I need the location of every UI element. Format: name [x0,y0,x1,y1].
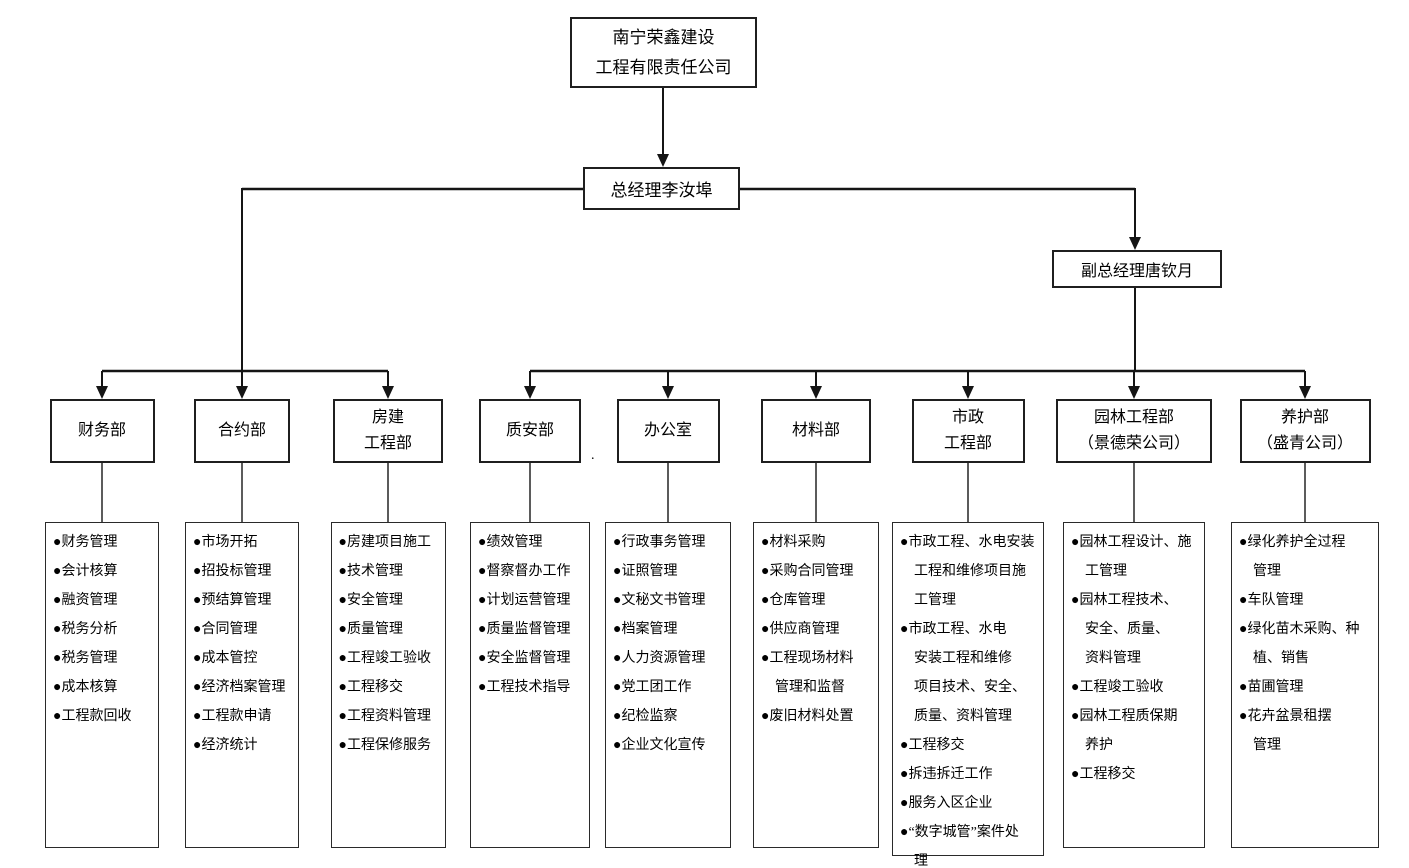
dept-item: ●技术管理 [338,564,403,579]
dept-item: ●质量管理 [338,622,403,637]
dept-item: ●拆违拆迁工作 [900,767,993,782]
dept-item: ●绩效管理 [478,535,543,550]
dept-list-5: ●行政事务管理 ●证照管理 ●文秘文书管理 ●档案管理 ●人力资源管理 ●党工团工作 ●纪检… [605,522,731,848]
dept-item: ●文秘文书管理 [613,593,706,608]
company-name-line2: 工程有限责任公司 [595,57,732,77]
dept-name-line: （盛青公司） [1256,435,1353,452]
dept-item: ●苗圃管理 [1239,680,1304,695]
dept-item: ●市场开拓 [193,535,258,550]
dept-list-1: ●财务管理 ●会计核算 ●融资管理 ●税务分析 ●税务管理 ●成本核算 ●工程款回收 [45,522,159,848]
dept-name-line: 材料部 [791,422,840,439]
dept-header-9: 养护部 （盛青公司） [1239,399,1371,463]
dept-item: ●经济档案管理 [193,680,286,695]
dept-item: ●党工团工作 [613,680,692,695]
dept-item: ●市政工程、水电安装工程和维修项目技术、安全、质量、资料管理 [900,622,1026,724]
dept-header-6: 材料部 [761,399,871,463]
dept-item: ●绿化苗木采购、种植、销售 [1239,622,1360,666]
dept-item: ●预结算管理 [193,593,272,608]
dept-item: ●“数字城管”案件处理 [900,825,1019,868]
dept-header-7: 市政工程部 [911,399,1025,463]
dept-item: ●合同管理 [193,622,258,637]
dept-item: ●绿化养护全过程管理 [1239,535,1346,579]
dept-item: ●工程移交 [1071,767,1136,782]
dept-name-line: 财务部 [77,422,126,439]
dept-name-line: 工程部 [363,435,412,452]
stray-period-mark: . [591,448,595,463]
dept-header-5: 办公室 [616,399,720,463]
dept-item: ●工程技术指导 [478,680,571,695]
dept-item: ●安全管理 [338,593,403,608]
general-manager-box: 总经理李汝埠 [583,167,740,210]
dept-name-line: 办公室 [643,422,692,439]
deputy-general-manager-box: 副总经理唐钦月 [1052,250,1222,288]
dept-list-2: ●市场开拓 ●招投标管理 ●预结算管理 ●合同管理 ●成本管控 ●经济档案管理 ●工程款申请… [185,522,299,848]
dept-item: ●经济统计 [193,738,258,753]
dept-item: ●计划运营管理 [478,593,571,608]
dept-item: ●园林工程设计、施工管理 [1071,535,1192,579]
dept-item: ●财务管理 [53,535,118,550]
dept-item: ●工程现场材料管理和监督 [761,651,854,695]
dept-item: ●废旧材料处置 [761,709,854,724]
dept-item: ●成本核算 [53,680,118,695]
dept-item: ●市政工程、水电安装工程和维修项目施工管理 [900,535,1035,608]
dept-name-line: 房建 [371,409,404,426]
dept-item: ●车队管理 [1239,593,1304,608]
dept-item: ●档案管理 [613,622,678,637]
dept-item: ●工程保修服务 [338,738,431,753]
dept-item: ●房建项目施工 [338,535,431,550]
dept-list-3: ●房建项目施工 ●技术管理 ●安全管理 ●质量管理 ●工程竣工验收 ●工程移交 ●工程资料管… [330,522,446,848]
dept-header-4: 质安部 [479,399,581,463]
dept-item: ●企业文化宣传 [613,738,706,753]
dept-list-6: ●材料采购 ●采购合同管理 ●仓库管理 ●供应商管理 ●工程现场材料管理和监督 ●废旧材料… [753,522,879,848]
dept-item: ●园林工程技术、安全、质量、资料管理 [1071,593,1178,666]
company-name-line1: 南宁荣鑫建设 [612,27,715,47]
dept-item: ●供应商管理 [761,622,840,637]
dept-item: ●成本管控 [193,651,258,666]
dept-item: ●税务管理 [53,651,118,666]
dept-name-line: 养护部 [1280,409,1329,426]
dept-item: ●督察督办工作 [478,564,571,579]
dept-item: ●园林工程质保期养护 [1071,709,1178,753]
dept-list-7: ●市政工程、水电安装工程和维修项目施工管理 ●市政工程、水电安装工程和维修项目技术… [892,522,1044,868]
dept-header-8: 园林工程部 （景德荣公司） [1056,399,1212,463]
dept-item: ●材料采购 [761,535,826,550]
dept-name-line: 质安部 [505,422,554,439]
dept-item: ●会计核算 [53,564,118,579]
dept-name-line: （景德荣公司） [1077,435,1190,452]
dept-item: ●行政事务管理 [613,535,706,550]
dept-item: ●纪检监察 [613,709,678,724]
dept-item: ●证照管理 [613,564,678,579]
dept-item: ●工程移交 [900,738,965,753]
dept-item: ●工程竣工验收 [338,651,431,666]
dept-item: ●仓库管理 [761,593,826,608]
dept-name-line: 园林工程部 [1093,409,1174,426]
dept-item: ●安全监督管理 [478,651,571,666]
company-root-box: 南宁荣鑫建设 工程有限责任公司 [570,17,757,88]
dept-item: ●工程移交 [338,680,403,695]
dept-header-1: 财务部 [49,399,155,463]
dept-item: ●工程款回收 [53,709,132,724]
dept-item: ●服务入区企业 [900,796,993,811]
dept-list-8: ●园林工程设计、施工管理 ●园林工程技术、安全、质量、资料管理 ●工程竣工验收 ●园林… [1063,522,1205,848]
dept-name-line: 合约部 [217,422,266,439]
dept-list-9: ●绿化养护全过程管理 ●车队管理 ●绿化苗木采购、种植、销售 ●苗圃管理 ●花卉盆景租摆… [1231,522,1379,848]
dept-item: ●税务分析 [53,622,118,637]
dept-name-line: 市政 [951,409,984,426]
dept-item: ●质量监督管理 [478,622,571,637]
dept-header-3: 房建工程部 [333,399,443,463]
dept-item: ●招投标管理 [193,564,272,579]
dept-item: ●融资管理 [53,593,118,608]
dept-item: ●工程资料管理 [338,709,431,724]
dept-item: ●人力资源管理 [613,651,706,666]
dept-item: ●花卉盆景租摆管理 [1239,709,1332,753]
dept-item: ●工程竣工验收 [1071,680,1164,695]
dept-item: ●工程款申请 [193,709,272,724]
dept-name-line: 工程部 [943,435,992,452]
dept-header-2: 合约部 [194,399,290,463]
dept-item: ●采购合同管理 [761,564,854,579]
dept-list-4: ●绩效管理 ●督察督办工作 ●计划运营管理 ●质量监督管理 ●安全监督管理 ●工程技术指导 [470,522,590,848]
